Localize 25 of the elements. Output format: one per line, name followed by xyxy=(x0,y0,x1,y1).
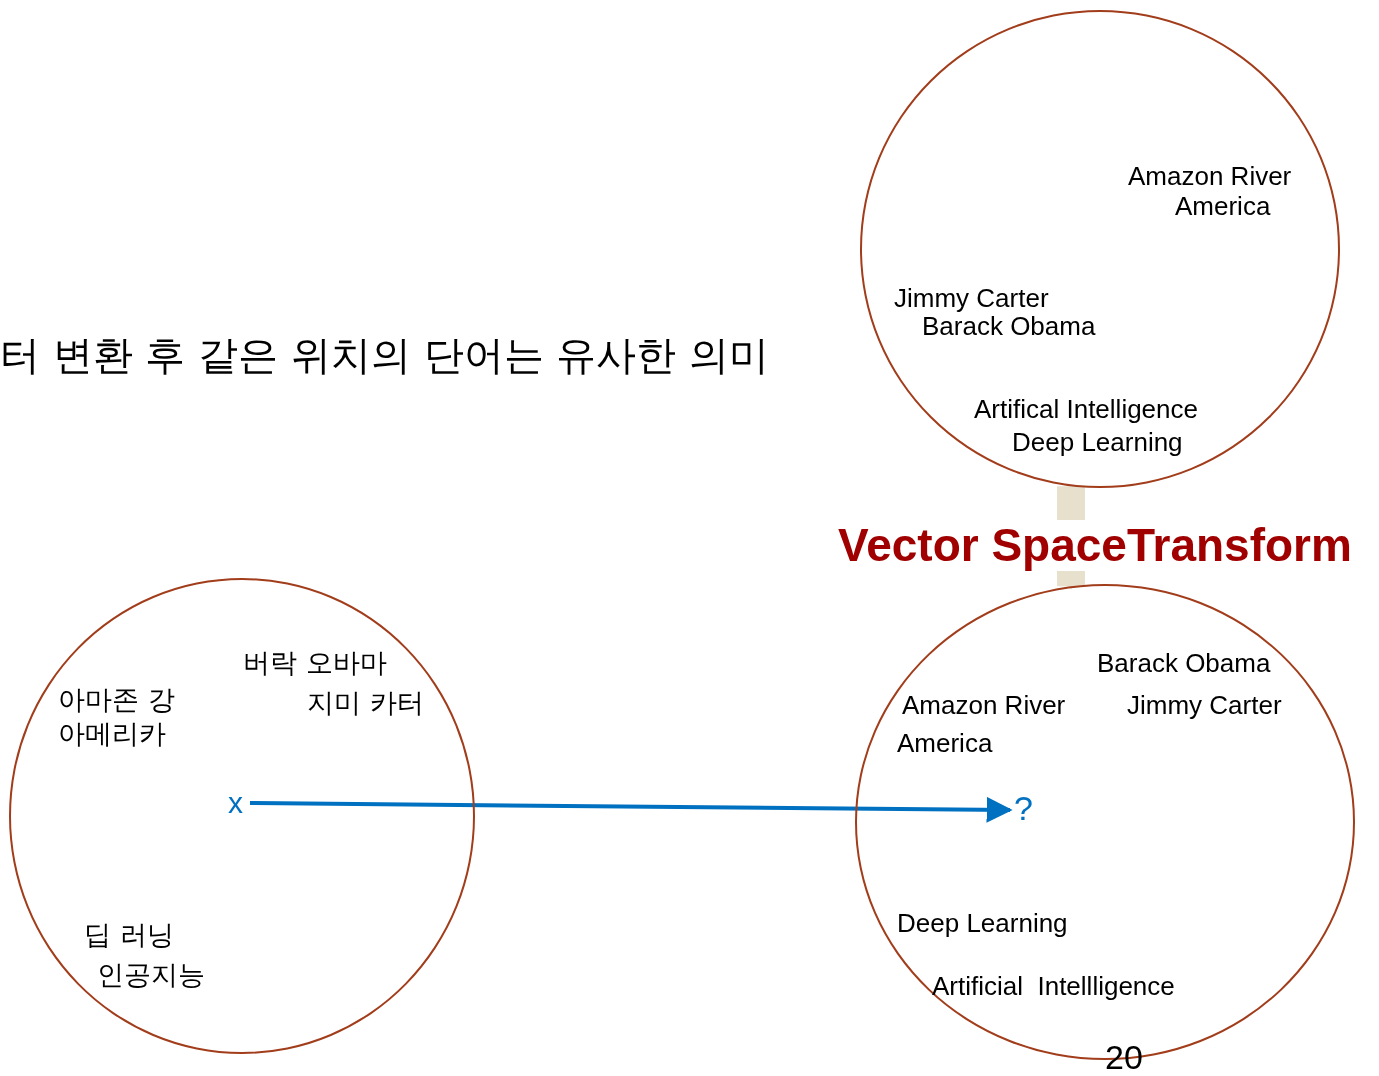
word-label: Artifical Intelligence xyxy=(974,395,1198,424)
word-label: 지미 카터 xyxy=(307,688,424,718)
word-label: America xyxy=(1175,192,1271,221)
word-label: Artificial Intellligence xyxy=(932,972,1175,1001)
edge-label: Vector SpaceTransform xyxy=(838,520,1352,571)
word-label: Jimmy Carter xyxy=(1127,691,1282,720)
word-label: 아마존 강 xyxy=(58,685,175,715)
word-label: 인공지능 xyxy=(97,960,205,990)
vector-space-circle xyxy=(9,578,475,1054)
arrow xyxy=(250,796,1013,823)
word-label: Jimmy Carter xyxy=(894,284,1049,313)
word-label: Barack Obama xyxy=(922,312,1096,341)
word-label: x xyxy=(228,786,243,819)
word-label: 아메리카 xyxy=(58,719,166,749)
word-label: 버락 오바마 xyxy=(243,648,387,678)
word-label: Amazon River xyxy=(902,691,1066,720)
heading: 터 변환 후 같은 위치의 단어는 유사한 의미 xyxy=(0,331,769,380)
vector-space-circle xyxy=(860,10,1340,488)
word-label: 딥 러닝 xyxy=(84,920,174,950)
word-label: Deep Learning xyxy=(1012,428,1183,457)
word-label: Barack Obama xyxy=(1097,649,1271,678)
word-label: Deep Learning xyxy=(897,909,1068,938)
word-label: America xyxy=(897,729,993,758)
word-label: Amazon River xyxy=(1128,162,1292,191)
word-label: ? xyxy=(1014,790,1033,828)
